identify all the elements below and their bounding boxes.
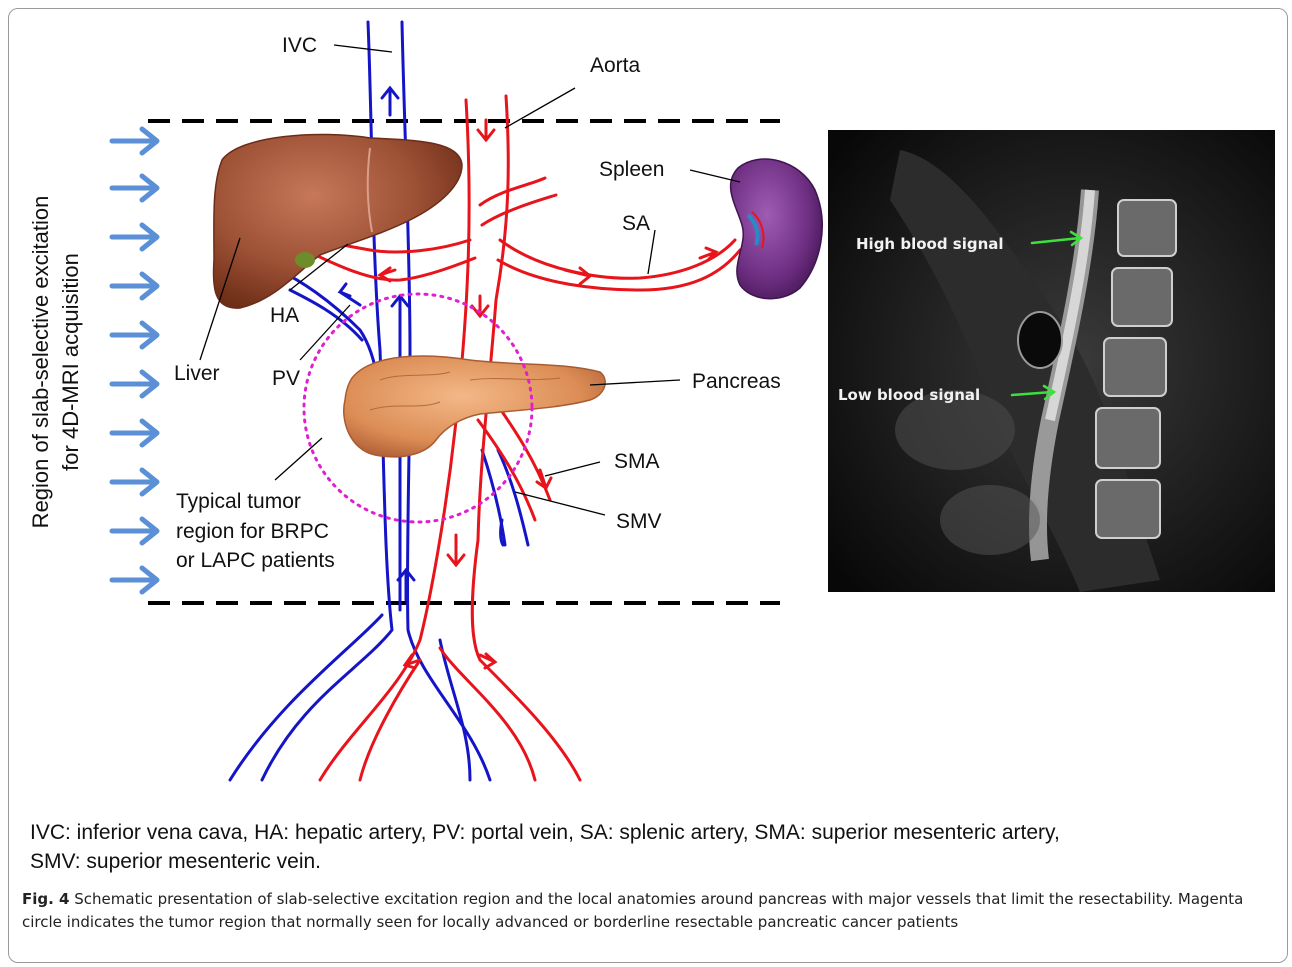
- label-ha: HA: [270, 304, 299, 327]
- excitation-arrow: [112, 323, 157, 347]
- excitation-arrows: [112, 129, 157, 592]
- label-sma: SMA: [614, 450, 660, 473]
- anatomy-diagram: Region of slab-selective excitation for …: [0, 0, 1292, 800]
- excitation-arrow: [112, 225, 157, 249]
- caption-text: Schematic presentation of slab-selective…: [22, 890, 1243, 931]
- label-liver: Liver: [174, 362, 220, 385]
- excitation-arrow: [112, 372, 157, 396]
- label-tumor-line2: region for BRPC: [176, 520, 329, 543]
- excitation-arrow: [112, 421, 157, 445]
- abbreviations-line2: SMV: superior mesenteric vein.: [30, 847, 1280, 876]
- excitation-arrow: [112, 568, 157, 592]
- label-aorta: Aorta: [590, 54, 641, 77]
- mri-label-low-signal: Low blood signal: [838, 386, 980, 404]
- label-smv: SMV: [616, 510, 662, 533]
- mri-label-high-signal: High blood signal: [856, 235, 1004, 253]
- abbreviations: IVC: inferior vena cava, HA: hepatic art…: [30, 818, 1280, 876]
- caption-fig-label: Fig. 4: [22, 890, 69, 908]
- abbreviations-line1: IVC: inferior vena cava, HA: hepatic art…: [30, 818, 1280, 847]
- side-label-line1: Region of slab-selective excitation: [28, 196, 53, 529]
- label-spleen: Spleen: [599, 158, 664, 181]
- excitation-arrow: [112, 274, 157, 298]
- label-sa: SA: [622, 212, 650, 235]
- figure-caption: Fig. 4 Schematic presentation of slab-se…: [22, 888, 1272, 934]
- label-pv: PV: [272, 367, 300, 390]
- excitation-arrow: [112, 519, 157, 543]
- liver-illustration: [213, 134, 462, 308]
- label-pancreas: Pancreas: [692, 370, 781, 393]
- excitation-arrow: [112, 176, 157, 200]
- label-ivc: IVC: [282, 34, 317, 57]
- label-tumor-line3: or LAPC patients: [176, 549, 335, 572]
- mri-image: [828, 130, 1275, 592]
- spleen-illustration: [731, 159, 823, 299]
- excitation-arrow: [112, 129, 157, 153]
- pancreas-illustration: [344, 356, 605, 457]
- excitation-arrow: [112, 470, 157, 494]
- side-label-line2: for 4D-MRI acquisition: [58, 253, 83, 471]
- label-tumor-line1: Typical tumor: [176, 490, 301, 513]
